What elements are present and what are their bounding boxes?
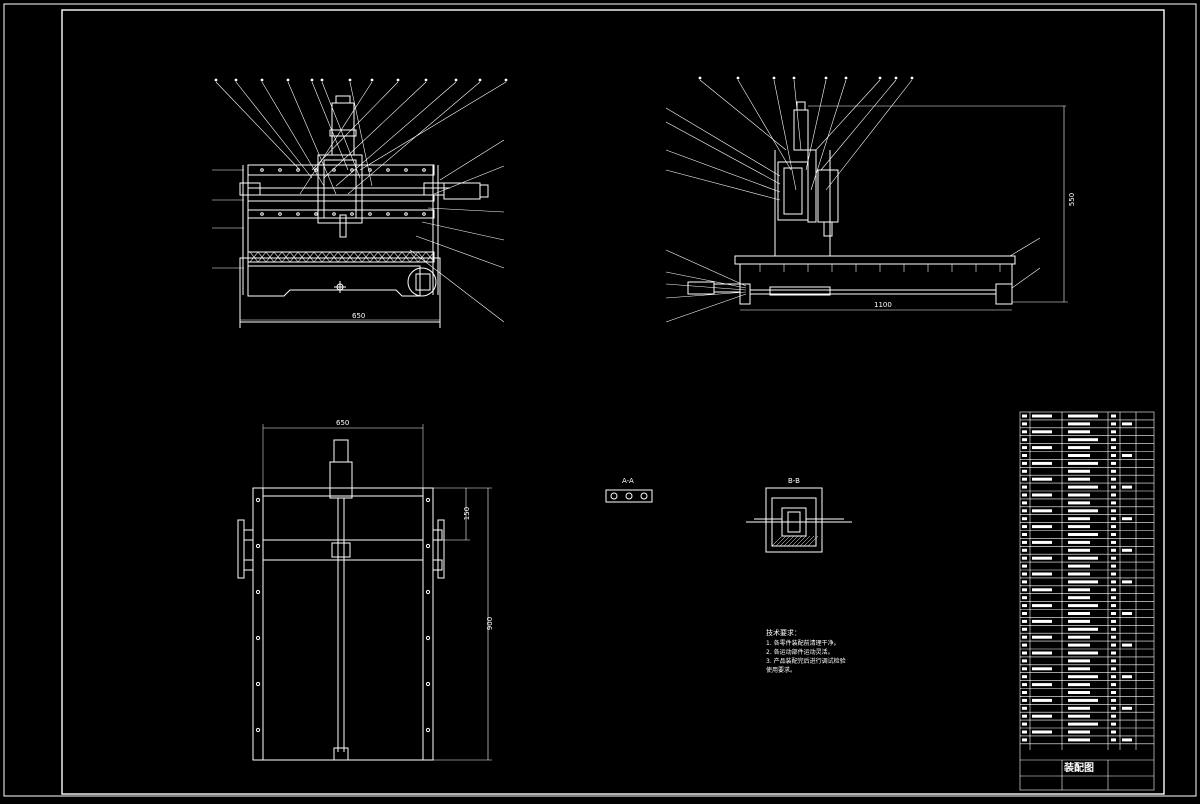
section-a-a — [605, 489, 653, 503]
side-height-dimension: 550 — [1068, 192, 1077, 207]
notes-heading: 技术要求： — [766, 629, 801, 637]
side-view-base — [734, 255, 1016, 265]
note-2: 2. 各运动部件运动灵活。 — [766, 649, 834, 656]
section-b-b-label: B-B — [788, 477, 800, 485]
inner-border — [61, 9, 1165, 795]
drawing-title: 装配图 — [1064, 763, 1094, 774]
side-spindle — [817, 169, 839, 223]
top-width-dimension: 650 — [336, 419, 350, 427]
technical-notes: 技术要求： 1. 各零件装配前清理干净。 2. 各运动部件运动灵活。 3. 产品… — [766, 630, 846, 674]
top-view-motor — [329, 461, 353, 499]
note-3: 3. 产品装配完后进行调试检验 — [766, 658, 846, 665]
parts-list-table — [1019, 411, 1155, 791]
top-offset-dimension: 150 — [463, 506, 472, 521]
front-view — [212, 78, 508, 328]
top-height-dimension: 900 — [486, 616, 495, 631]
front-width-dimension: 650 — [352, 312, 366, 320]
note-4: 使用要求。 — [766, 667, 797, 674]
side-length-dimension: 1100 — [874, 301, 892, 309]
front-view-outline — [239, 257, 441, 323]
side-view — [665, 76, 1068, 323]
top-view-frame — [252, 487, 434, 761]
outer-border — [3, 3, 1197, 797]
section-a-a-label: A-A — [622, 477, 634, 485]
top-view — [237, 424, 492, 761]
section-b-b — [746, 487, 852, 553]
note-1: 1. 各零件装配前清理干净。 — [766, 640, 840, 647]
